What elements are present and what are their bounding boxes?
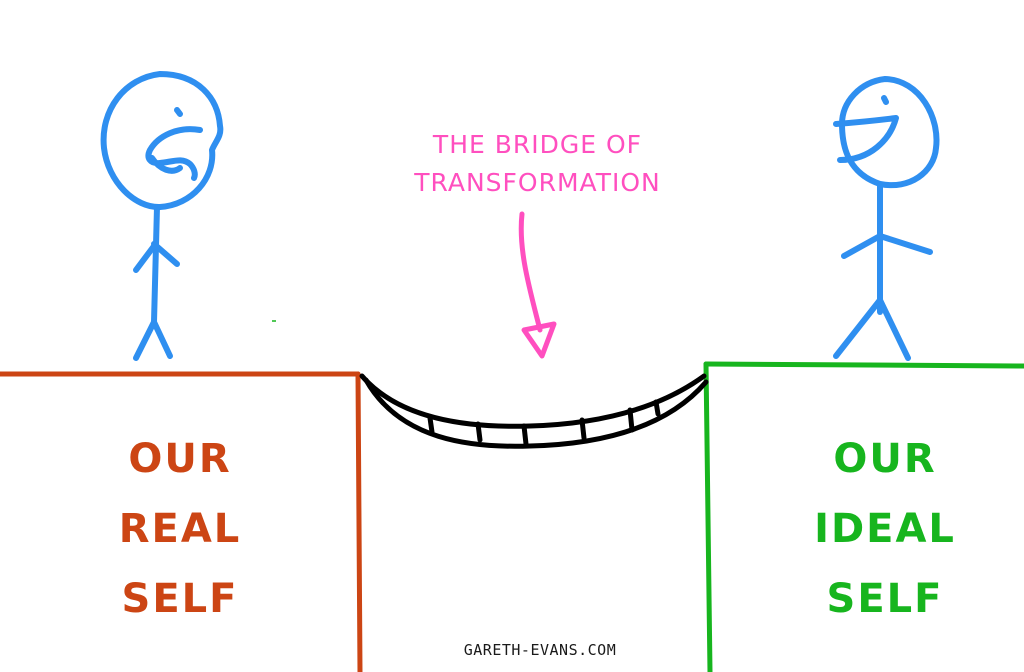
left-cliff xyxy=(0,371,363,672)
bridge-label-line-1: THE BRIDGE OF xyxy=(432,130,643,159)
bridge-label: THE BRIDGE OF TRANSFORMATION xyxy=(400,126,675,202)
site-credit: GARETH-EVANS.COM xyxy=(463,641,617,659)
bridge-plank xyxy=(475,421,483,443)
left-figure-arms xyxy=(133,241,180,273)
right-cliff-wall xyxy=(703,361,713,672)
happy-stick-figure xyxy=(833,76,940,361)
left-figure-body xyxy=(151,204,160,325)
ideal-self-line-2: IDEAL xyxy=(814,506,956,552)
right-figure-legs xyxy=(833,297,911,361)
left-figure-head xyxy=(100,71,224,211)
ideal-self-label: OUR IDEAL SELF xyxy=(765,428,1005,630)
right-figure-eye xyxy=(881,95,889,105)
pointer-arrow-icon xyxy=(518,211,557,359)
right-cliff-top xyxy=(703,361,1024,369)
left-cliff-wall xyxy=(355,371,363,672)
bridge-plank xyxy=(653,399,661,417)
bridge-plank xyxy=(627,407,635,433)
ideal-self-line-1: OUR xyxy=(833,436,937,482)
bridge-top-rope xyxy=(359,373,707,429)
left-figure-eye xyxy=(174,107,183,117)
bridge-label-line-2: TRANSFORMATION xyxy=(414,168,661,197)
bridge-plank xyxy=(427,415,435,435)
real-self-label: OUR REAL SELF xyxy=(60,428,300,630)
left-figure-mouth xyxy=(145,126,203,181)
bridge-bottom-rope xyxy=(363,377,709,449)
real-self-line-2: REAL xyxy=(118,506,242,552)
left-figure-legs xyxy=(133,319,173,361)
arrow-shaft xyxy=(518,211,543,333)
sad-stick-figure xyxy=(100,71,224,361)
right-figure-arms xyxy=(841,233,933,259)
real-self-line-3: SELF xyxy=(121,576,239,622)
bridge-plank xyxy=(579,417,587,441)
ideal-self-line-3: SELF xyxy=(826,576,944,622)
arrow-head xyxy=(521,321,557,359)
rope-bridge xyxy=(359,373,709,449)
real-self-line-1: OUR xyxy=(128,436,232,482)
bridge-plank xyxy=(521,423,529,447)
right-figure-mouth xyxy=(833,115,899,163)
right-cliff xyxy=(703,361,1024,672)
